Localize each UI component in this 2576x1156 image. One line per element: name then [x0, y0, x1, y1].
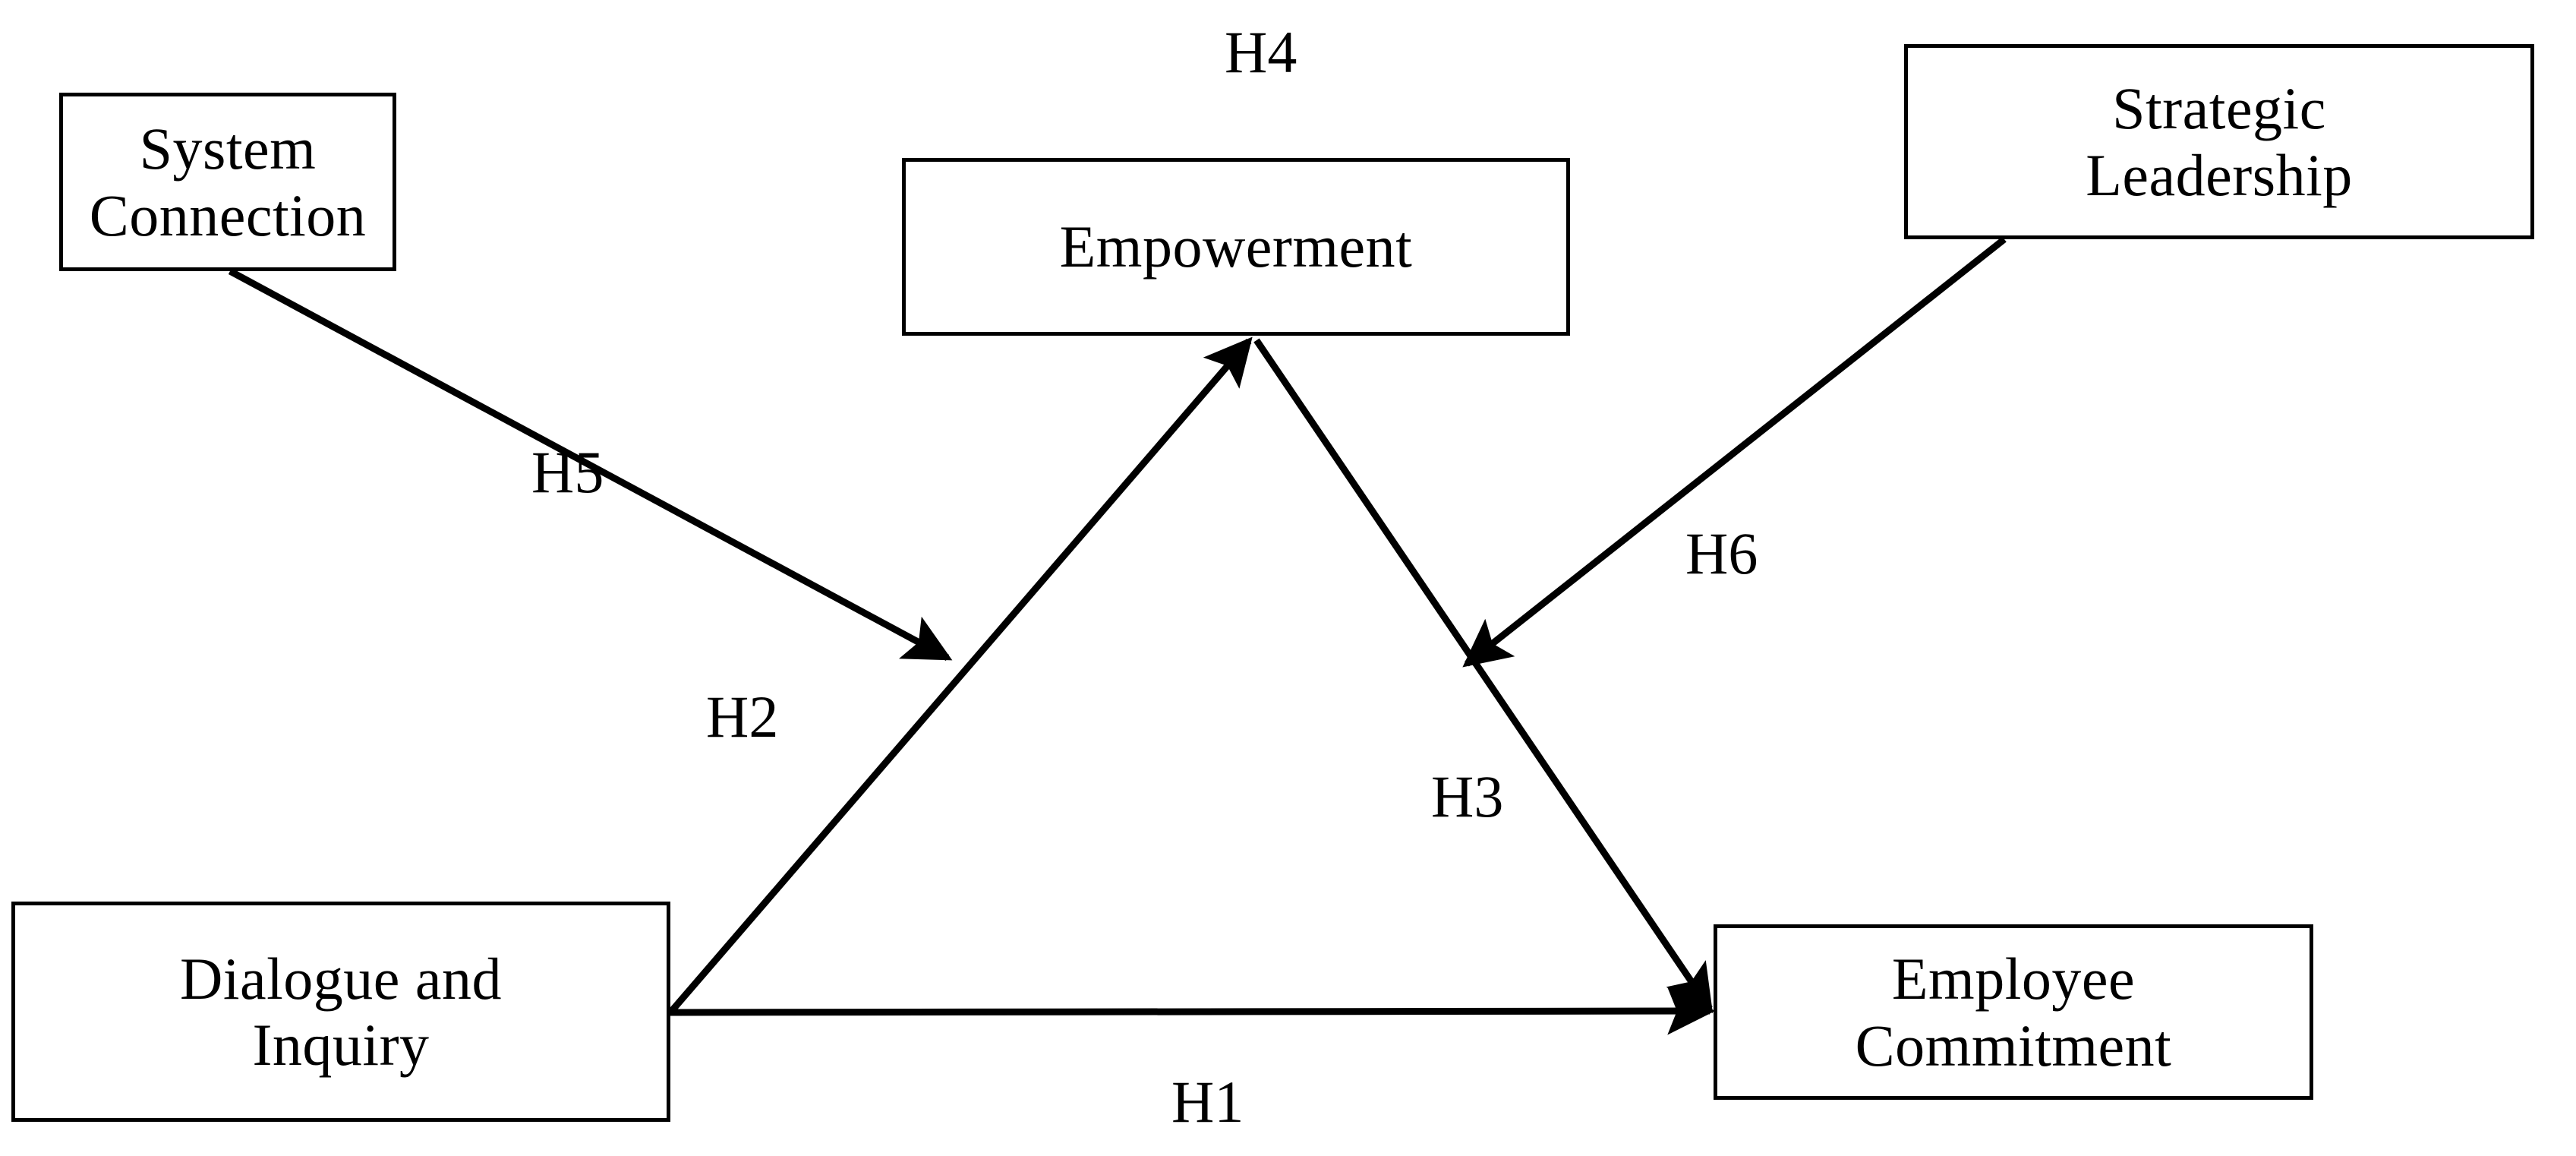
node-system-connection-label: System Connection [89, 115, 367, 248]
node-employee-commitment-label: Employee Commitment [1855, 946, 2172, 1079]
node-empowerment-label: Empowerment [1059, 213, 1413, 280]
node-employee-commitment[interactable]: Employee Commitment [1714, 924, 2313, 1100]
node-strategic-leadership[interactable]: Strategic Leadership [1904, 44, 2534, 239]
node-dialogue-and-inquiry-label: Dialogue and Inquiry [179, 945, 503, 1078]
edge-label-h1: H1 [1171, 1069, 1244, 1135]
node-strategic-leadership-label: Strategic Leadership [2086, 75, 2353, 208]
edge-h1-line [670, 987, 1716, 1035]
edge-h2-line [667, 336, 1253, 1015]
edge-h5-line [228, 268, 953, 661]
edge-label-h4: H4 [1225, 19, 1297, 85]
edge-label-h5: H5 [531, 439, 604, 505]
node-dialogue-and-inquiry[interactable]: Dialogue and Inquiry [11, 902, 670, 1122]
edge-h6-line [1462, 236, 2007, 668]
node-system-connection[interactable]: System Connection [59, 93, 396, 271]
edge-label-h6: H6 [1685, 520, 1758, 586]
edge-label-h3: H3 [1431, 763, 1504, 829]
edge-h3-line [1253, 338, 1714, 1013]
edge-label-h2: H2 [706, 684, 779, 750]
node-empowerment[interactable]: Empowerment [902, 158, 1570, 336]
